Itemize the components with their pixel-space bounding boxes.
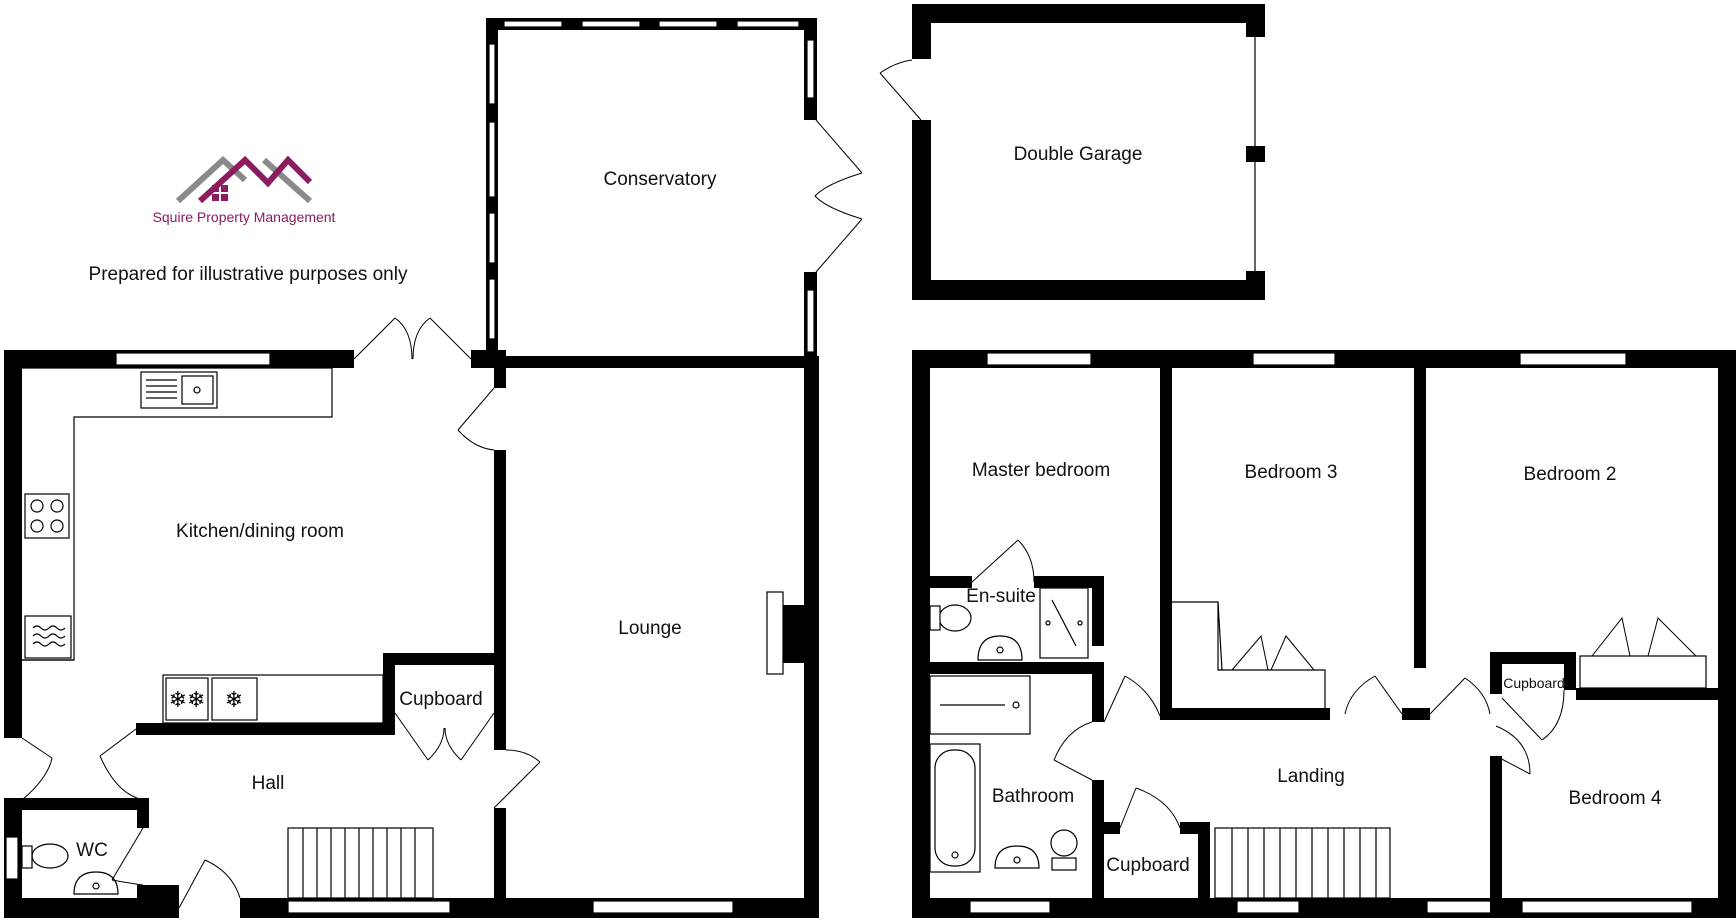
cupboard-doors[interactable] (394, 712, 495, 761)
kitchen-side-door[interactable] (21, 737, 53, 801)
landing-cupboard-door[interactable] (1119, 787, 1181, 829)
ensuite-toilet-icon (929, 604, 972, 632)
hob-icon (24, 493, 70, 539)
front-door[interactable] (178, 859, 241, 909)
garage-side-door[interactable] (879, 59, 922, 121)
bed4-cupboard-door[interactable] (1501, 689, 1565, 741)
ensuite-basin-icon (977, 635, 1023, 661)
first-floor-walls (912, 350, 1736, 918)
room-label-lounge: Lounge (618, 618, 681, 639)
master-bedroom-door[interactable] (1103, 675, 1161, 723)
room-label-conservatory: Conservatory (604, 169, 717, 190)
ensuite-door[interactable] (971, 539, 1035, 583)
bedroom4-door[interactable] (1495, 725, 1531, 775)
room-label-bedroom-2: Bedroom 2 (1524, 464, 1617, 485)
kitchen-lounge-door[interactable] (457, 387, 495, 451)
room-label-cupboard: Cupboard (399, 689, 482, 710)
svg-text:❄❄: ❄❄ (169, 688, 206, 713)
room-label-ensuite: En-suite (966, 586, 1036, 607)
room-label-wc: WC (76, 840, 108, 861)
bathroom-door[interactable] (1053, 721, 1093, 781)
bedroom3-door[interactable] (1344, 675, 1403, 715)
fridge-freezer-unit: ❄❄ ❄ (162, 674, 384, 724)
room-label-garage: Double Garage (1014, 144, 1143, 165)
room-label-kitchen: Kitchen/dining room (176, 521, 344, 542)
disclaimer-note: Prepared for illustrative purposes only (89, 264, 408, 285)
bathroom-shower-tray (929, 675, 1031, 735)
ground-floor-walls (4, 350, 819, 918)
bathroom-basin-icon (994, 845, 1040, 869)
room-label-bedroom-3: Bedroom 3 (1245, 462, 1338, 483)
kitchen-worktop (22, 367, 333, 661)
conservatory-french-doors[interactable] (814, 119, 863, 273)
bathtub-icon (929, 743, 981, 873)
wc-toilet-icon (21, 843, 69, 869)
bedroom2-door[interactable] (1429, 677, 1491, 715)
bathroom-toilet-icon (1050, 829, 1078, 871)
shower-icon (1039, 587, 1089, 659)
room-label-bed4-cupboard: Cupboard (1503, 675, 1565, 691)
room-label-master-bedroom: Master bedroom (972, 460, 1110, 481)
room-label-hall: Hall (252, 773, 285, 794)
room-label-bedroom-4: Bedroom 4 (1569, 788, 1662, 809)
wc-basin-icon (73, 871, 119, 895)
room-label-bathroom: Bathroom (992, 786, 1074, 807)
wc-door[interactable] (111, 827, 144, 886)
company-logo (175, 155, 313, 204)
ground-floor-stairs (287, 827, 434, 899)
company-name: Squire Property Management (153, 209, 336, 225)
hall-kitchen-door[interactable] (99, 728, 138, 799)
room-label-landing: Landing (1277, 766, 1345, 787)
fireplace-icon (766, 591, 805, 675)
garage-walls (912, 4, 1265, 300)
bedroom3-wardrobe (1172, 601, 1326, 708)
conservatory-walls (486, 18, 817, 360)
room-label-landing-cupboard: Cupboard (1106, 855, 1189, 876)
kitchen-sink-icon (140, 371, 218, 409)
first-floor-stairs (1214, 827, 1391, 899)
svg-text:❄: ❄ (225, 688, 243, 713)
hall-lounge-door[interactable] (493, 749, 541, 809)
kitchen-french-doors[interactable] (353, 317, 472, 360)
bedroom2-wardrobe (1579, 616, 1707, 689)
washing-machine-icon (24, 615, 72, 659)
